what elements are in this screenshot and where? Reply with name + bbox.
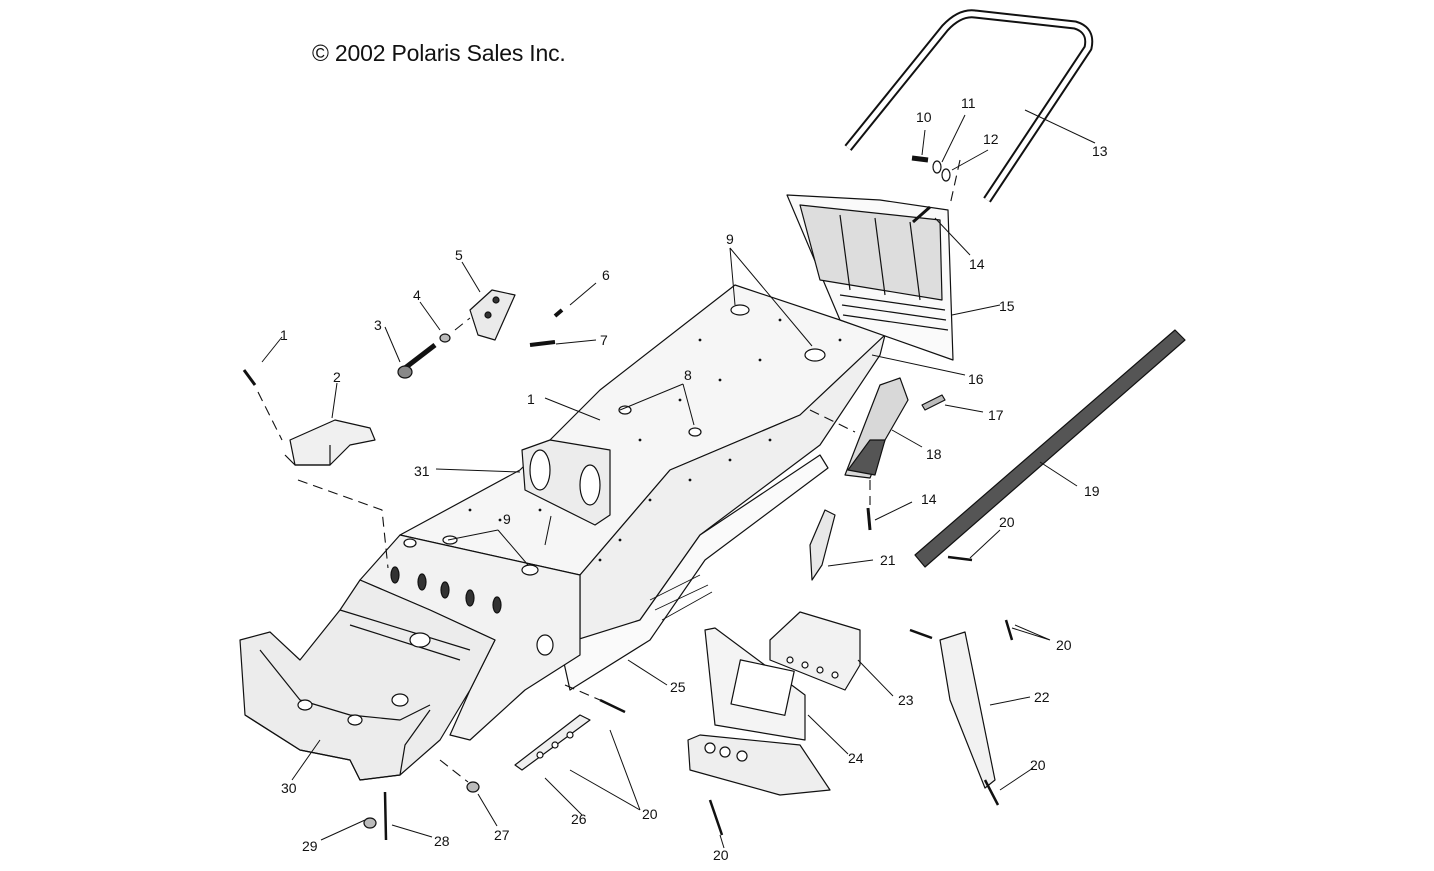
callout-18: 18	[926, 446, 942, 462]
callout-20-c: 20	[1030, 757, 1046, 773]
callout-20-b: 20	[1056, 637, 1072, 653]
callout-21: 21	[880, 552, 896, 568]
callout-8: 8	[684, 367, 692, 383]
callout-23: 23	[898, 692, 914, 708]
callout-7: 7	[600, 332, 608, 348]
callout-1-center: 1	[527, 391, 535, 407]
copyright-notice: © 2002 Polaris Sales Inc.	[312, 40, 566, 66]
callout-9-top: 9	[726, 231, 734, 247]
rear-bumper-part-13	[844, 9, 1094, 203]
callout-28: 28	[434, 833, 450, 849]
bolt-part-7	[529, 340, 556, 347]
leader-lines	[261, 109, 1096, 849]
callout-4: 4	[413, 287, 421, 303]
rivet-part-14-lower	[866, 507, 872, 531]
nut-part-27	[466, 781, 480, 793]
washer-part-12	[941, 168, 951, 182]
chassis-tunnel	[239, 284, 886, 781]
callout-11: 11	[961, 95, 976, 111]
fastener-part-20-a	[947, 555, 973, 562]
callout-5: 5	[455, 247, 463, 263]
callout-9-bottom: 9	[503, 511, 511, 527]
assembly-guide-lines	[257, 159, 961, 783]
callout-1-left: 1	[280, 327, 288, 343]
callout-30: 30	[281, 780, 297, 796]
fastener-part-20-d	[599, 698, 626, 714]
snow-flap-part-15	[786, 194, 954, 361]
callout-13: 13	[1092, 143, 1108, 159]
callout-14-bottom: 14	[921, 491, 937, 507]
callout-14-top: 14	[969, 256, 985, 272]
footrest-part-18	[844, 377, 909, 479]
nut-part-4	[439, 333, 451, 343]
callout-22: 22	[1034, 689, 1050, 705]
fastener-part-1-left	[242, 369, 257, 386]
callout-24: 24	[848, 750, 864, 766]
callout-31: 31	[414, 463, 430, 479]
callout-labels: 1 2 3 4 5 6 7 8 1 9 9 10 11 12 13 14 14 …	[280, 95, 1108, 863]
fastener-part-20-c	[983, 779, 1000, 806]
clip-part-17	[921, 394, 946, 411]
bracket-part-2	[284, 419, 376, 466]
callout-16: 16	[968, 371, 984, 387]
callout-2: 2	[333, 369, 341, 385]
callout-20-e: 20	[713, 847, 729, 863]
cover-part-23	[769, 611, 861, 691]
washer-part-11	[932, 160, 942, 174]
panel-part-22	[939, 631, 996, 789]
callout-26: 26	[571, 811, 587, 827]
callout-6: 6	[602, 267, 610, 283]
bolt-part-28	[383, 791, 388, 841]
tunnel-bracket-part-31	[521, 439, 611, 526]
skid-plate-part-26	[514, 714, 591, 771]
callout-29: 29	[302, 838, 318, 854]
callout-20-d: 20	[642, 806, 658, 822]
nut-part-29	[363, 817, 377, 829]
callout-25: 25	[670, 679, 686, 695]
fastener-part-20-e	[708, 799, 724, 836]
plate-part-24	[687, 627, 831, 796]
bolt-part-6	[553, 308, 564, 318]
bolt-part-3	[397, 343, 437, 379]
rail-part-19	[914, 329, 1186, 568]
callout-10: 10	[916, 109, 932, 125]
rivet-part-14-upper	[912, 205, 931, 224]
callout-27: 27	[494, 827, 510, 843]
callout-12: 12	[983, 131, 999, 147]
callout-19: 19	[1084, 483, 1100, 499]
clip-part-21	[809, 509, 836, 581]
fastener-part-20-b	[909, 619, 1014, 641]
callout-3: 3	[374, 317, 382, 333]
bracket-part-5	[469, 289, 516, 341]
callout-15: 15	[999, 298, 1015, 314]
callout-20-a: 20	[999, 514, 1015, 530]
bolt-part-10	[911, 155, 929, 163]
callout-17: 17	[988, 407, 1004, 423]
